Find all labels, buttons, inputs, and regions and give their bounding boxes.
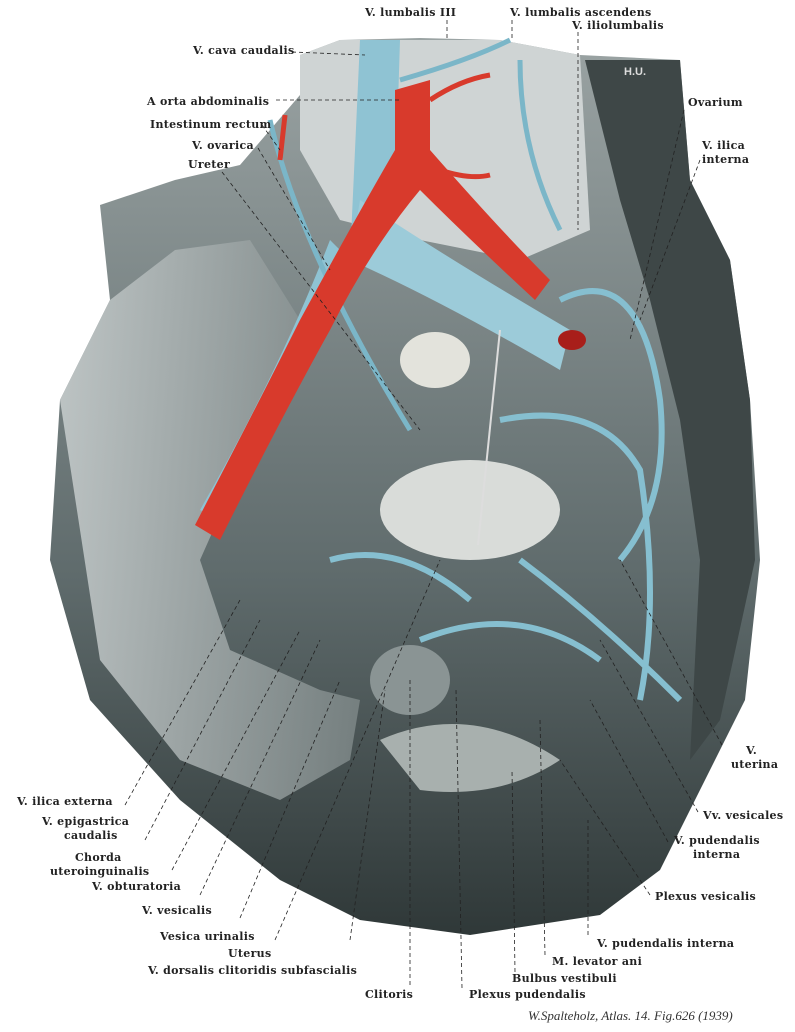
label-v-epigastrica-line2: caudalis xyxy=(64,829,118,842)
label-v-epigastrica-line1: V. epigastrica xyxy=(42,815,130,828)
label-clitoris: Clitoris xyxy=(365,988,414,1001)
iliac-artery-cut xyxy=(558,330,586,350)
label-aorta-abdominalis: A orta abdominalis xyxy=(147,95,270,108)
label-v-ilica-externa: V. ilica externa xyxy=(17,795,113,808)
label-m-levator-ani: M. levator ani xyxy=(552,955,643,968)
artist-initials: H.U. xyxy=(624,66,646,78)
label-v-uterina-line2: uterina xyxy=(731,758,779,771)
leader-lines xyxy=(124,20,723,989)
label-v-ilica-interna-line1: V. ilica xyxy=(702,139,746,152)
vestibule xyxy=(380,724,560,792)
ovary-shape xyxy=(400,332,470,388)
label-vv-vesicales: Vv. vesicales xyxy=(703,809,784,822)
label-v-iliolumbalis: V. iliolumbalis xyxy=(572,19,664,32)
label-v-ovarica: V. ovarica xyxy=(192,139,254,152)
label-v-obturatoria: V. obturatoria xyxy=(92,880,182,893)
label-v-lumbalis-ascendens: V. lumbalis ascendens xyxy=(510,6,652,19)
label-plexus-pudendalis: Plexus pudendalis xyxy=(469,988,586,1001)
common-iliac-vein xyxy=(350,200,570,370)
label-v-lumbalis-iii: V. lumbalis III xyxy=(365,6,457,19)
label-ovarium: Ovarium xyxy=(688,96,743,109)
label-v-dorsalis-clitoridis: V. dorsalis clitoridis subfascialis xyxy=(148,964,358,977)
figure-credit: W.Spalteholz, Atlas. 14. Fig.626 (1939) xyxy=(528,1008,733,1023)
label-chorda-line2: uteroinguinalis xyxy=(50,865,150,878)
label-bulbus-vestibuli: Bulbus vestibuli xyxy=(512,972,617,985)
label-v-pudendalis-interna-right-line2: interna xyxy=(693,848,741,861)
uterus-shape xyxy=(380,460,560,560)
label-v-uterina-line1: V. xyxy=(746,744,758,757)
label-vesica-urinalis: Vesica urinalis xyxy=(160,930,255,943)
label-ureter: Ureter xyxy=(188,158,231,171)
label-v-vesicalis: V. vesicalis xyxy=(142,904,213,917)
venous-plexus xyxy=(329,288,683,703)
label-v-pudendalis-interna-right-line1: V. pudendalis xyxy=(674,834,760,847)
ovarian-artery xyxy=(277,72,491,180)
pelvic-wall-right xyxy=(585,60,755,760)
label-v-ilica-interna-line2: interna xyxy=(702,153,750,166)
probe xyxy=(477,329,501,546)
label-chorda-line1: Chorda xyxy=(75,851,122,864)
label-intestinum-rectum: Intestinum rectum xyxy=(150,118,272,131)
label-v-cava-caudalis: V. cava caudalis xyxy=(193,44,295,57)
label-v-pudendalis-interna-bottom: V. pudendalis interna xyxy=(597,937,735,950)
aorta xyxy=(195,80,550,540)
label-plexus-vesicalis: Plexus vesicalis xyxy=(655,890,756,903)
label-uterus: Uterus xyxy=(228,947,272,960)
